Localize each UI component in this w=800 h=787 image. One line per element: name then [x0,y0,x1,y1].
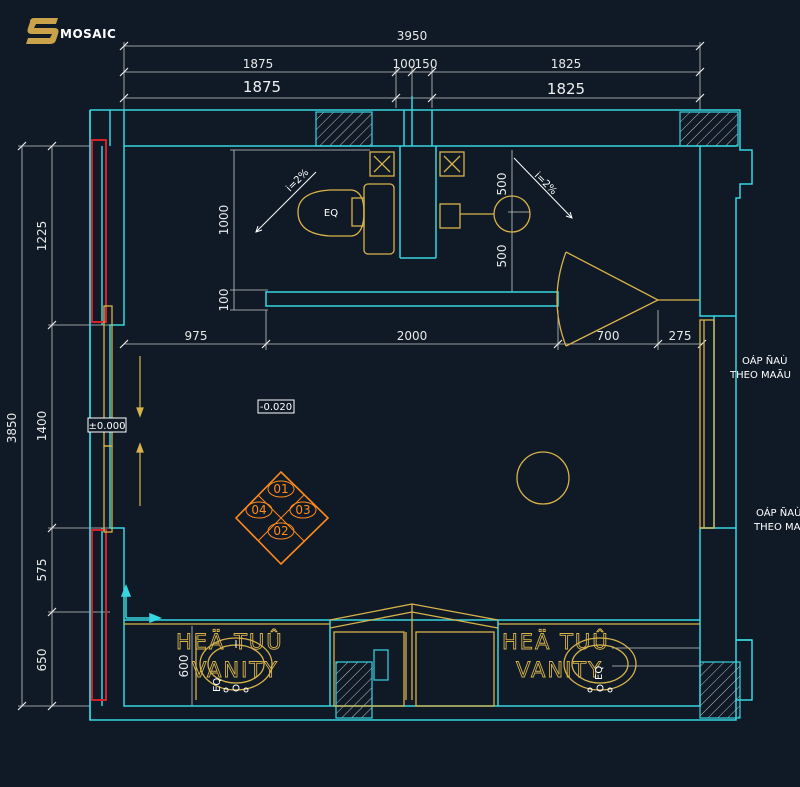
vanity-left-subtitle: VANITY [192,658,279,682]
dimension-ticks [17,41,707,711]
note-2-line2: THEO MA [753,522,800,533]
dim-row-975: 975 [185,329,208,343]
tile-label-03: 03 [295,503,310,517]
ucs-axis-icon [120,583,163,624]
structural-columns [315,111,741,719]
tile-label-01: 01 [273,482,288,496]
dim-left-total: 3850 [5,413,19,444]
door-jambs [91,139,107,701]
tile-label-04: 04 [251,503,266,517]
dim-top-left-small: 1875 [243,57,274,71]
level-marker-room: -0.020 [257,399,295,414]
dim-inner-600: 600 [177,655,191,678]
brand-logo: MOSAIC [26,18,116,44]
fixtures [124,151,700,707]
tile-label-02: 02 [273,524,288,538]
level-entry-label: ±0.000 [88,421,125,432]
brand-name: MOSAIC [60,27,116,41]
tile-pattern: 01 02 03 04 [234,470,330,566]
sink-faucets [223,640,613,693]
toilet-label: EQ [324,208,338,219]
dim-top-right-large: 1825 [547,80,585,98]
dim-row-700: 700 [597,329,620,343]
note-1-line2: THEO MAÃU [729,368,791,381]
dim-top-middle-b: 150 [415,57,438,71]
dim-inner-1000: 1000 [217,205,231,236]
dim-inner-100: 100 [217,289,231,312]
level-marker-entry: ±0.000 [87,417,127,433]
note-1-line1: OÁP ÑAÙ [742,354,787,367]
dim-inner-500-top: 500 [495,173,509,196]
slope-arrows [255,157,573,233]
entry-arrows [136,356,144,506]
vanity-left-title: HEÄ TUÛ [176,629,284,654]
dim-left-3: 575 [35,559,49,582]
dim-left-2: 1400 [35,411,49,442]
dim-top-middle-a: 100 [393,57,416,71]
dim-inner-500-bottom: 500 [495,245,509,268]
niche-shelves [373,649,389,681]
level-room-label: -0.020 [260,402,292,413]
vanity-right-title: HEÄ TUÛ [502,629,610,654]
dim-row-2000: 2000 [397,329,428,343]
sink-right-label: EQ [594,666,605,680]
sink-left-label: EQ [212,678,223,692]
door-leaf [103,305,715,533]
dim-left-4: 650 [35,649,49,672]
brand-logo-icon [26,18,59,44]
dim-top-left-large: 1875 [243,78,281,96]
dim-top-total: 3950 [397,29,428,43]
note-2-line1: OÁP ÑAÙ [756,506,800,519]
dim-top-right-small: 1825 [551,57,582,71]
dim-row-275: 275 [669,329,692,343]
dim-left-1: 1225 [35,221,49,252]
vanity-right-subtitle: VANITY [516,658,603,682]
